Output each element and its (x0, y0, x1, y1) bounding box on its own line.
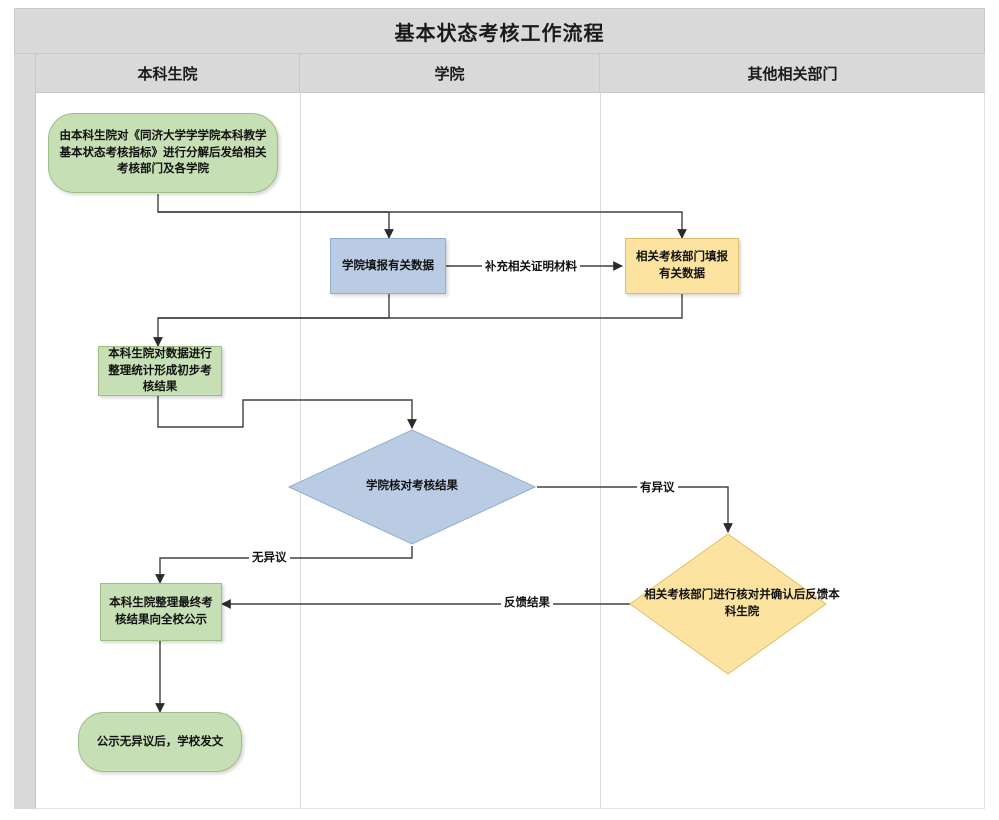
lane-divider-1 (300, 93, 301, 809)
page-title: 基本状态考核工作流程 (394, 22, 605, 45)
node-end-school-issues-document[interactable]: 公示无异议后，学校发文 (78, 712, 242, 772)
lane-divider-2 (600, 93, 601, 809)
node-college-fill-data[interactable]: 学院填报有关数据 (330, 238, 446, 294)
node-undergrad-publish-results[interactable]: 本科生院整理最终考核结果向全校公示 (100, 583, 222, 641)
diagram-title-band: 基本状态考核工作流程 (14, 8, 985, 54)
lane-gutter (14, 54, 36, 809)
edge-label-has-objection: 有异议 (637, 479, 678, 495)
edge-label-no-objection: 无异议 (249, 549, 290, 565)
node-dept-confirm-feedback[interactable]: 相关考核部门进行核对并确认后反馈本科生院 (628, 532, 840, 676)
edge-label-feedback: 反馈结果 (501, 594, 553, 610)
node-college-verify-results[interactable]: 学院核对考核结果 (287, 428, 537, 546)
lane-header-other: 其他相关部门 (747, 65, 838, 83)
swimlane-header-row: 本科生院 学院 其他相关部门 (36, 54, 985, 93)
node-dept-fill-data[interactable]: 相关考核部门填报有关数据 (625, 238, 739, 294)
lane-header-undergrad: 本科生院 (36, 54, 300, 92)
node-start-distribute-indicators[interactable]: 由本科生院对《同济大学学学院本科教学基本状态考核指标》进行分解后发给相关考核部门… (48, 113, 278, 193)
node-undergrad-compile-data[interactable]: 本科生院对数据进行整理统计形成初步考核结果 (98, 346, 222, 396)
lane-header-college: 学院 (300, 54, 600, 92)
edge-label-supplement: 补充相关证明材料 (482, 258, 580, 274)
